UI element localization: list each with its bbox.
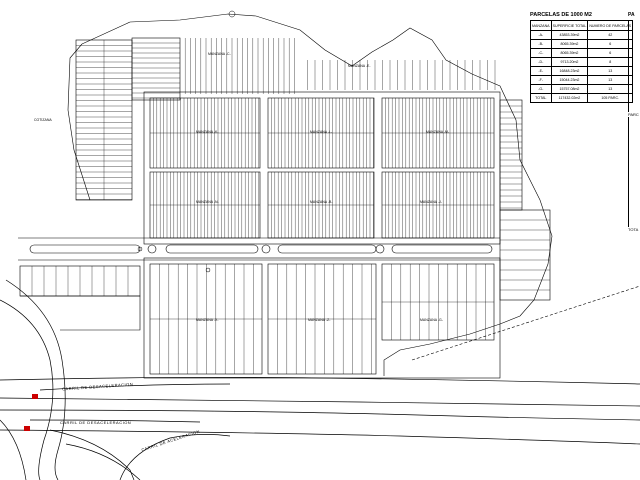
second-table-total: TOTA: [628, 227, 639, 232]
parcels-table-grid: MANZANA SUPERFICIE TOTAL NUMERO DE PARCE…: [530, 20, 634, 103]
cell-manzana: -A-: [530, 30, 552, 40]
block-marker-1: [137, 246, 143, 252]
upper-blocks: [149, 97, 495, 239]
north-west-parcels: [75, 37, 181, 201]
cell-manzana: -E-: [530, 66, 552, 76]
main-boulevard: [18, 237, 500, 261]
cell-parcelas: 6: [587, 39, 634, 49]
label-manzana-z: MANZANA -Z-: [308, 318, 331, 322]
cell-superficie: 9713.20m2: [550, 57, 589, 67]
table-header-row: MANZANA SUPERFICIE TOTAL NUMERO DE PARCE…: [530, 20, 634, 31]
cell-manzana: -D-: [530, 57, 552, 67]
cell-parcelas: 13: [587, 75, 634, 85]
label-manzana-x: MANZANA -X-: [196, 318, 219, 322]
highway: [0, 376, 640, 445]
total-label: TOTAL: [530, 93, 552, 103]
label-manzana-e: MANZANA -E-: [348, 64, 371, 68]
parcels-table: PARCELAS DE 1000 M2 MANZANA SUPERFICIE T…: [530, 12, 634, 103]
label-manzana-g: MANZANA -G-: [420, 318, 443, 322]
cell-superficie: 15757.08m2: [550, 84, 589, 94]
label-manzana-m: MANZANA -M-: [426, 130, 450, 134]
label-cotizana: COTIZANA: [34, 118, 52, 122]
cell-superficie: 15044.23m2: [550, 75, 589, 85]
label-manzana-k: MANZANA -K-: [196, 130, 219, 134]
label-manzana-j: MANZANA -J-: [420, 200, 442, 204]
header-parcelas: NUMERO DE PARCELAS: [587, 20, 634, 31]
site-boundary: [81, 13, 553, 376]
cell-manzana: -C-: [530, 48, 552, 58]
label-carril-desaceleracion-bottom: CARRIL DE DESACELERACION: [60, 420, 132, 425]
total-parcelas: 105 PARC.: [587, 93, 634, 103]
header-superficie: SUPERFICIE TOTAL: [550, 20, 589, 31]
total-superficie: 117432.02m2: [550, 93, 589, 103]
cell-parcelas: 6: [587, 48, 634, 58]
cell-superficie: 43853.39m2: [550, 30, 589, 40]
marker-red-top: [32, 394, 38, 399]
label-manzana-c: MANZANA -C-: [208, 52, 231, 56]
cell-superficie: 8065.39m2: [550, 39, 589, 49]
block-marker-2: [205, 267, 211, 273]
interchange: [0, 279, 231, 480]
second-table: PA PARC TOTA: [628, 12, 640, 232]
marker-red-bottom: [24, 426, 30, 431]
label-manzana-b: MANZANA -B-: [310, 200, 333, 204]
cell-superficie: 8065.39m2: [550, 48, 589, 58]
cell-parcelas: 8: [587, 57, 634, 67]
dashed-boundary: [411, 285, 640, 361]
second-table-title: PA: [628, 12, 635, 18]
cell-manzana: -B-: [530, 39, 552, 49]
cell-manzana: -F-: [530, 75, 552, 85]
cell-parcelas: 13: [587, 66, 634, 76]
label-manzana-n: MANZANA -N-: [196, 200, 219, 204]
header-manzana: MANZANA: [530, 20, 552, 31]
second-table-subtitle: PARC: [628, 112, 639, 117]
cell-manzana: -G-: [530, 84, 552, 94]
cell-superficie: 16848.23m2: [550, 66, 589, 76]
cell-parcelas: 42: [587, 30, 634, 40]
table-total-row: TOTAL 117432.02m2 105 PARC.: [530, 93, 634, 103]
label-manzana-l: MANZANA -L-: [310, 130, 333, 134]
cell-parcelas: 13: [587, 84, 634, 94]
parcels-table-title: PARCELAS DE 1000 M2: [530, 12, 592, 18]
north-marker: [228, 10, 236, 18]
